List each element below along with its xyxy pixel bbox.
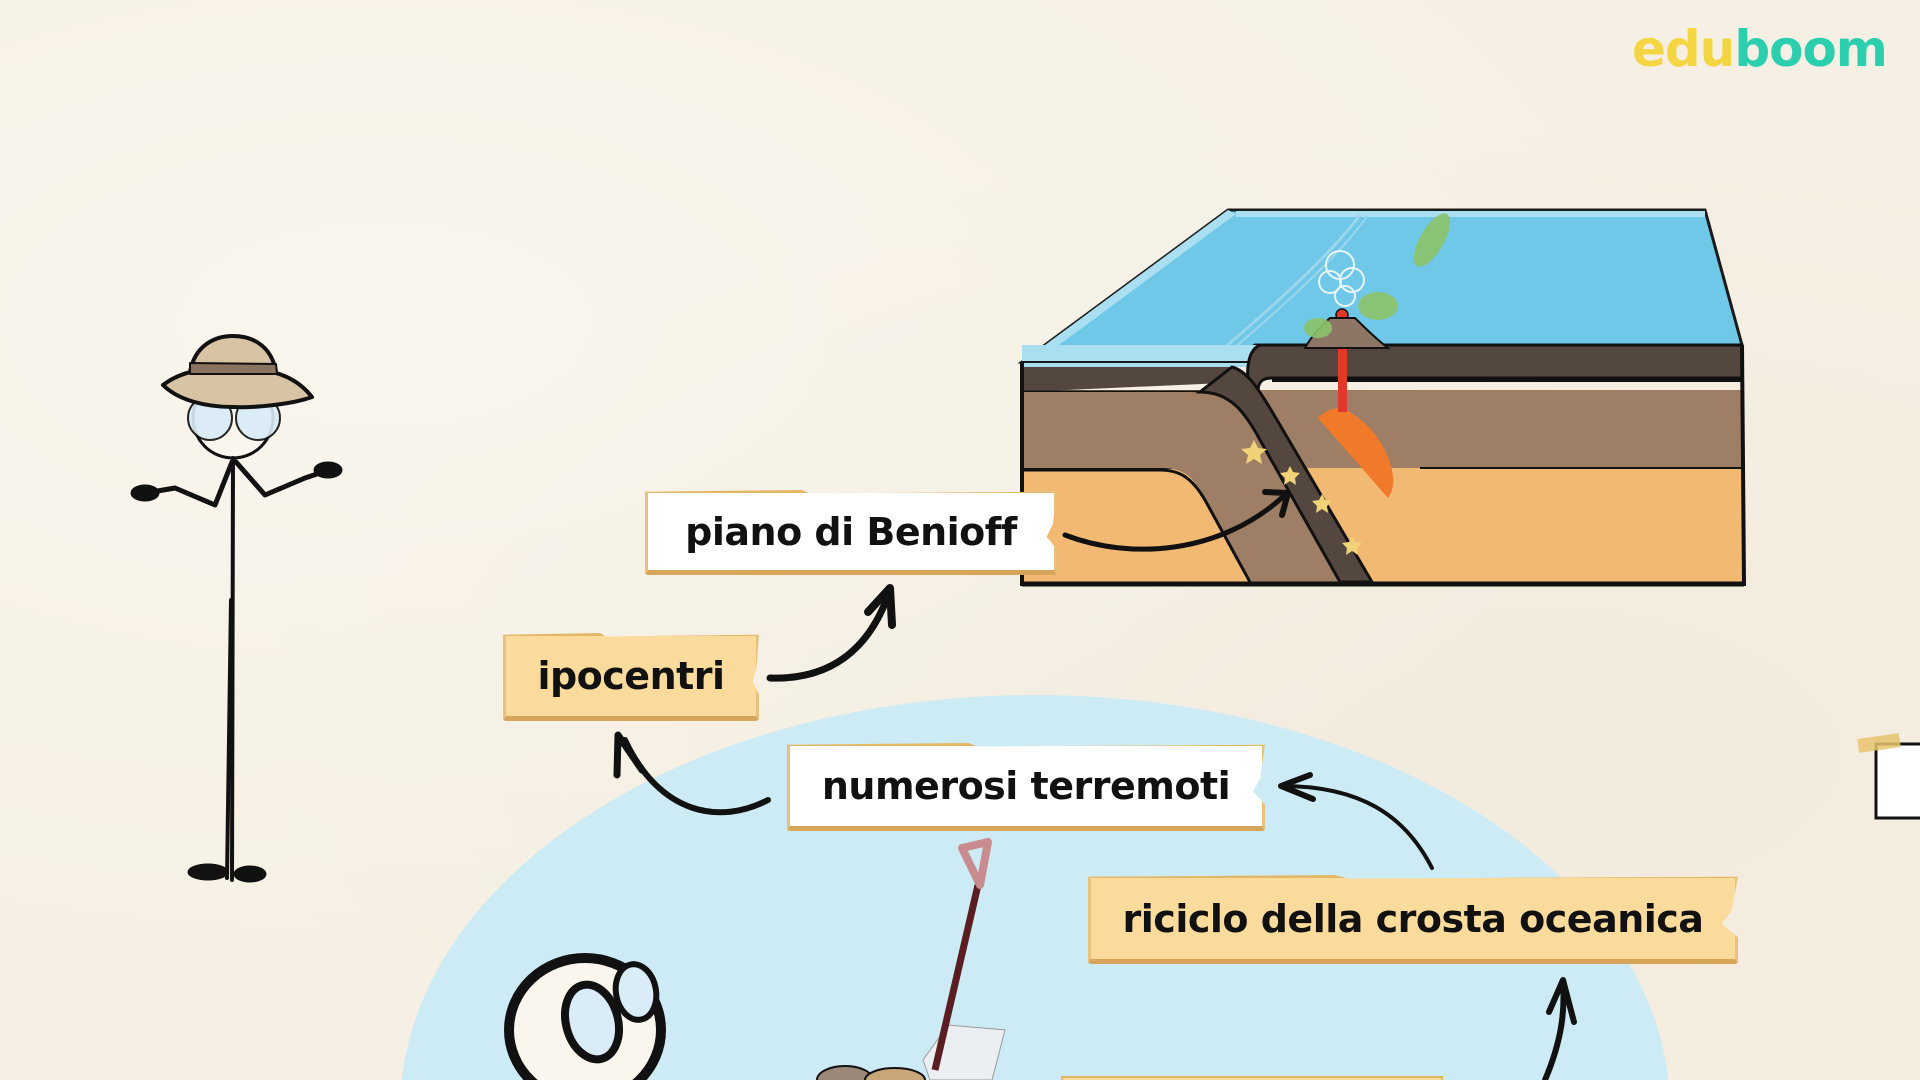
magma-chamber — [1318, 310, 1394, 498]
eruption-cloud — [1318, 250, 1365, 307]
label-text: numerosi terremoti — [821, 764, 1231, 808]
label-numerosi-terremoti: numerosi terremoti — [787, 743, 1265, 831]
arrow-benioff-to-slab — [1062, 492, 1288, 552]
magma-conduit — [1338, 312, 1347, 412]
explorer-character — [130, 334, 343, 883]
eduboom-logo: eduboom — [1632, 24, 1888, 74]
label-piano-di-benioff: piano di Benioff — [645, 490, 1057, 575]
label-text: ipocentri — [537, 654, 725, 698]
concept-bubble — [401, 695, 1669, 1080]
subduction-diagram — [1017, 208, 1747, 587]
label-text: riciclo della crosta oceanica — [1122, 896, 1704, 941]
glasses-character — [504, 953, 666, 1080]
partial-right-card — [1857, 733, 1920, 820]
label-riciclo-crosta-oceanica: riciclo della crosta oceanica — [1088, 875, 1738, 964]
arrow-riciclo-to-terremoti — [1280, 784, 1434, 870]
label-ipocentri: ipocentri — [503, 633, 759, 721]
label-text: piano di Benioff — [685, 509, 1017, 554]
logo-boom: boom — [1734, 20, 1888, 78]
arrow-ipocentri-to-benioff — [766, 586, 894, 682]
logo-edu: edu — [1632, 20, 1735, 78]
partial-label-bottom — [1061, 1076, 1443, 1080]
shovel — [816, 838, 1006, 1080]
island-arc — [1304, 213, 1451, 338]
hypocenter-stars — [1241, 440, 1362, 555]
arrows — [613, 489, 1577, 1080]
